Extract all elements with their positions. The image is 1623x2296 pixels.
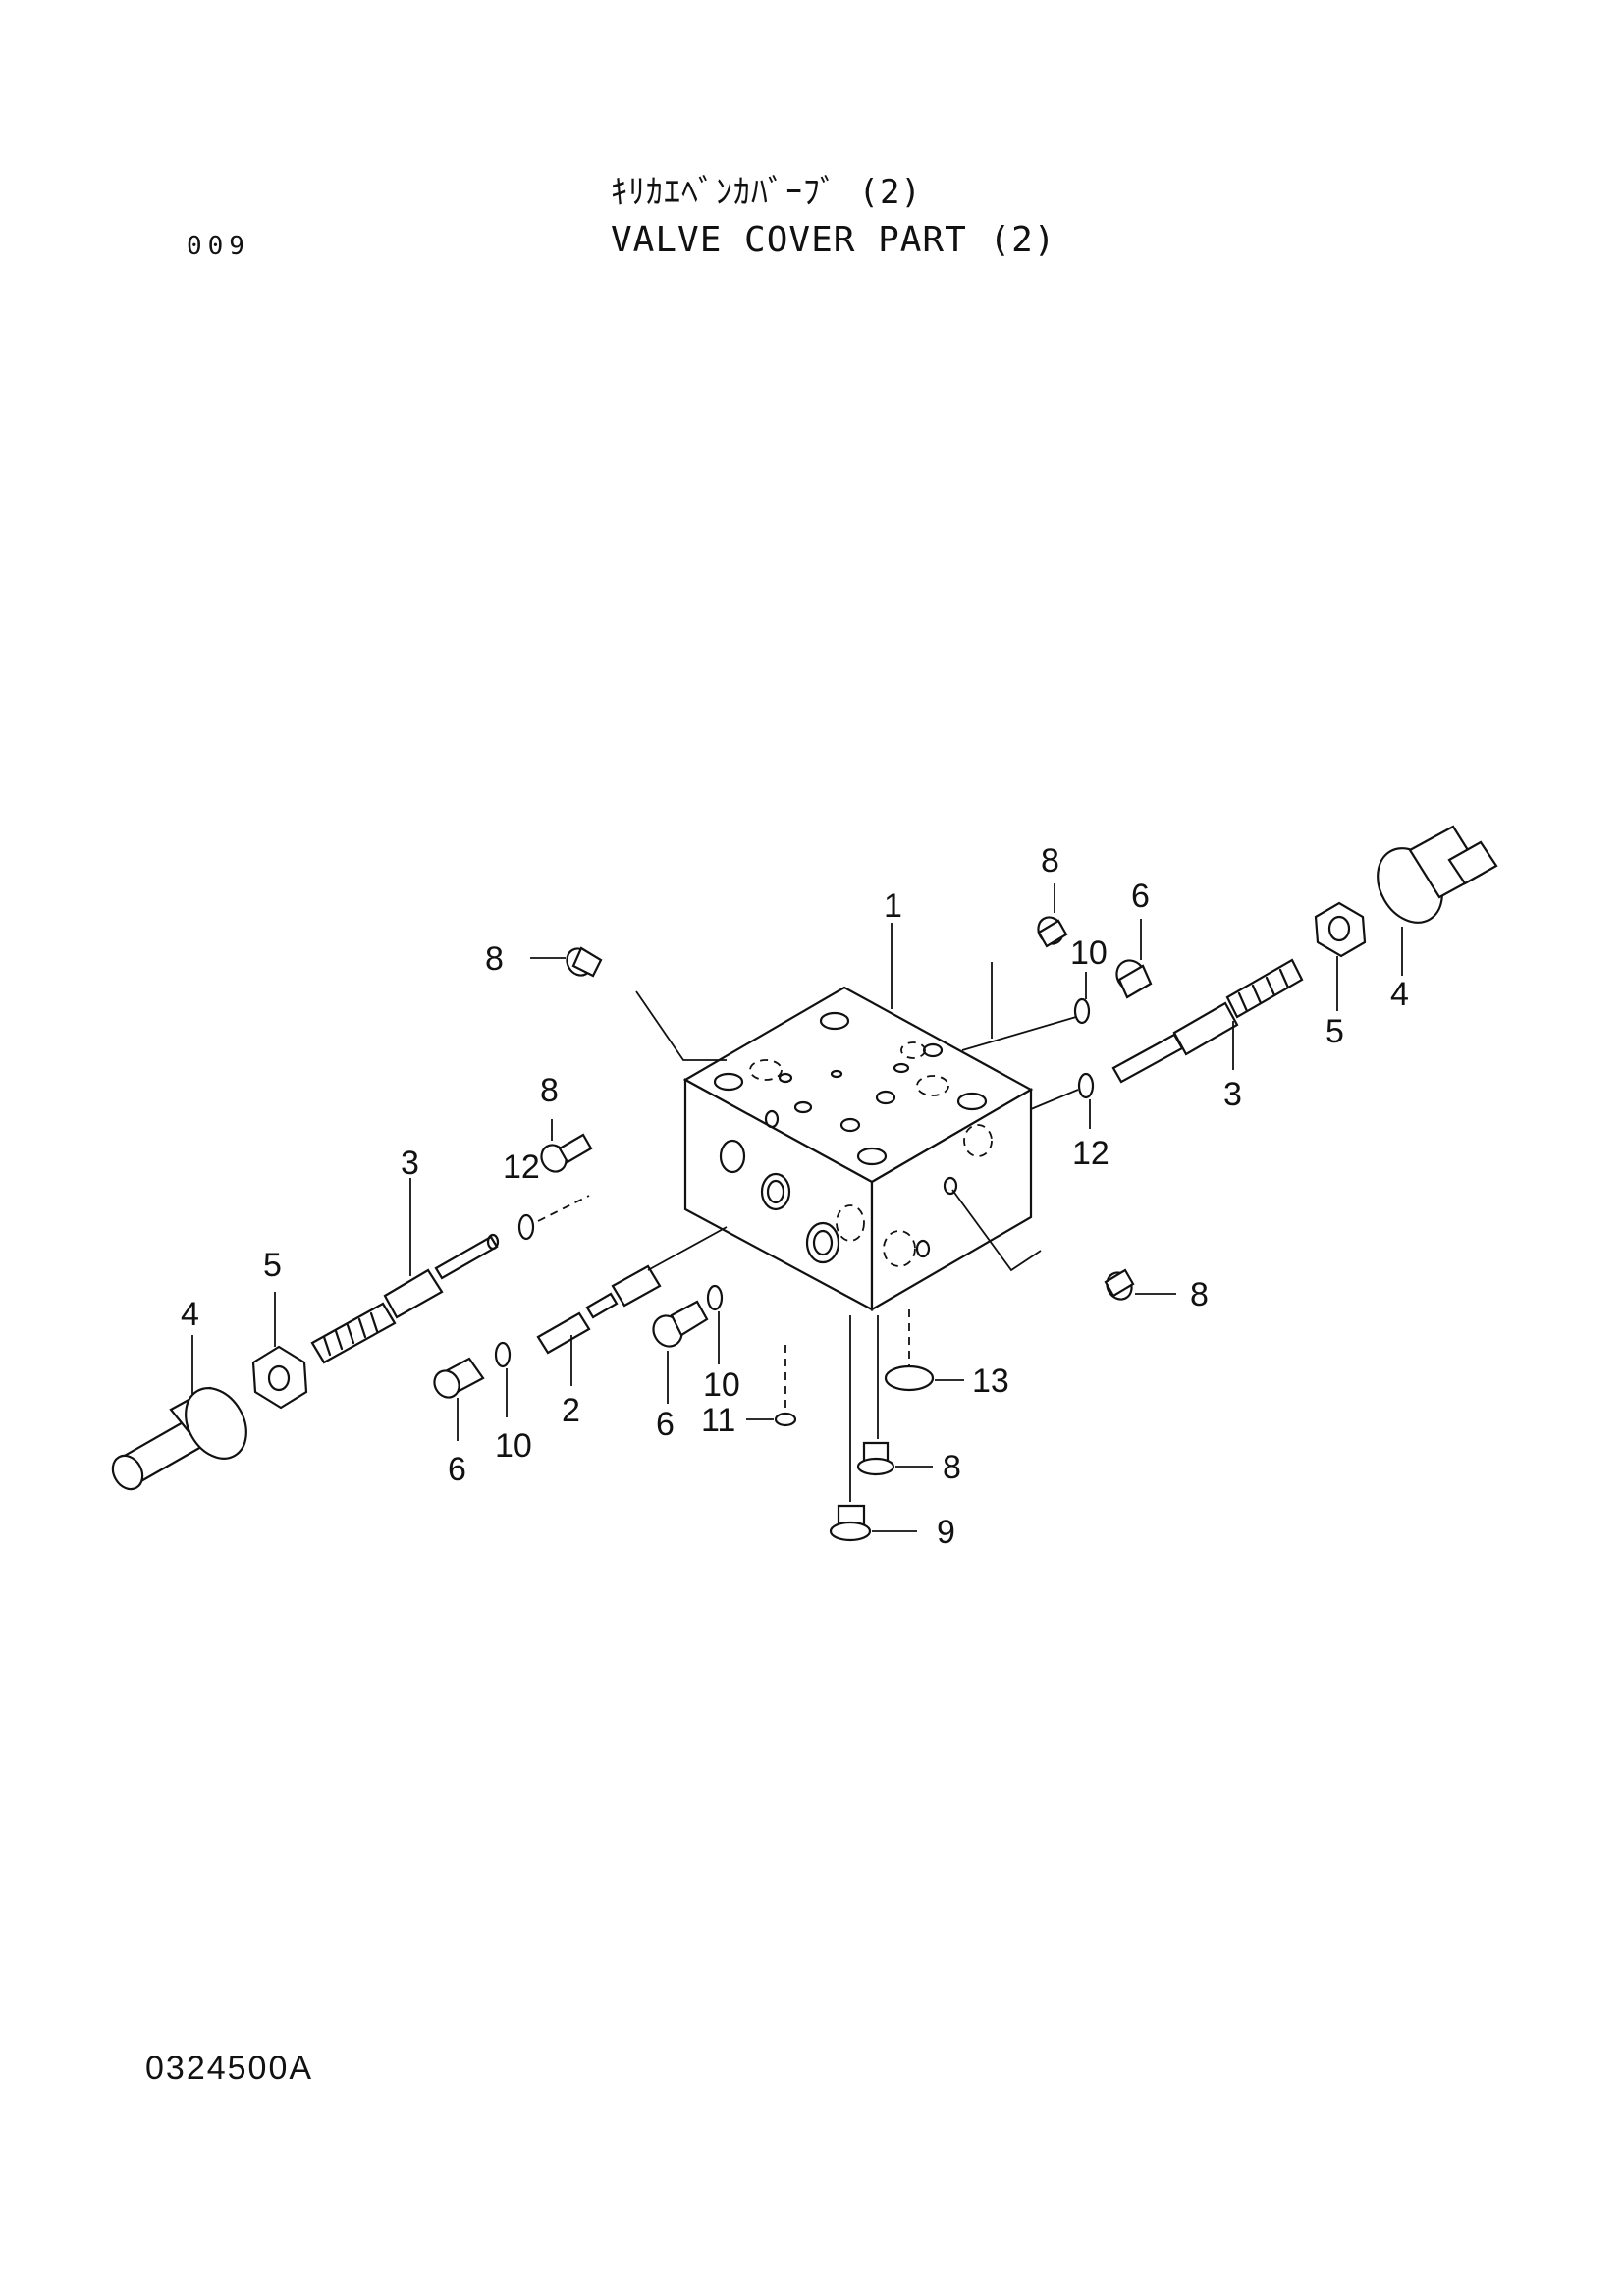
callout-10-left: 10 <box>495 1427 532 1465</box>
o-ring-part-10-left <box>494 1341 512 1417</box>
adjust-screw-part-3-left <box>310 1178 500 1364</box>
plug-part-6-mid <box>652 1300 709 1404</box>
drawing-number: 0324500A <box>145 2050 314 2087</box>
callout-8-left: 8 <box>540 1072 559 1109</box>
callout-12-right: 12 <box>1072 1135 1109 1172</box>
callout-8-top: 8 <box>1041 842 1059 880</box>
callout-6-left: 6 <box>448 1451 466 1488</box>
callout-4-right: 4 <box>1390 976 1409 1013</box>
callout-2: 2 <box>562 1392 580 1429</box>
cap-part-4-left <box>111 1335 247 1491</box>
callout-12-left: 12 <box>503 1148 540 1186</box>
callout-4-left: 4 <box>181 1296 199 1333</box>
callout-10-mid: 10 <box>703 1366 740 1404</box>
callout-6-top: 6 <box>1131 878 1150 915</box>
o-ring-part-10-top <box>961 972 1091 1051</box>
nut-part-5-right <box>1314 901 1367 1011</box>
bolt-part-8-top <box>991 883 1068 1039</box>
callout-11: 11 <box>701 1402 735 1439</box>
bolt-part-8-bottom <box>856 1315 933 1476</box>
callout-8-right: 8 <box>1190 1276 1209 1313</box>
callout-9: 9 <box>937 1514 955 1551</box>
cap-part-4-right <box>1377 825 1498 976</box>
bolt-part-8-right <box>951 1189 1176 1301</box>
callout-1: 1 <box>884 887 902 925</box>
callout-5-left: 5 <box>263 1247 282 1284</box>
callout-3-left: 3 <box>401 1145 419 1182</box>
o-ring-part-10-mid <box>706 1284 724 1364</box>
callout-3-right: 3 <box>1223 1076 1242 1113</box>
callout-13: 13 <box>972 1362 1009 1400</box>
o-ring-part-12-right <box>1030 1072 1095 1129</box>
callout-8-topleft: 8 <box>485 940 504 978</box>
valve-block-part-1 <box>682 923 1034 1311</box>
adjust-screw-part-3-right <box>1111 958 1304 1084</box>
spool-part-2 <box>536 1226 728 1386</box>
o-ring-part-13 <box>884 1309 964 1392</box>
plug-part-6-right <box>1115 919 1153 999</box>
callout-10-top: 10 <box>1070 934 1108 972</box>
bolt-part-8-topleft <box>530 946 727 1061</box>
callout-6-mid: 6 <box>656 1406 675 1443</box>
bolt-part-8-left <box>540 1119 593 1173</box>
plug-part-6-left <box>433 1357 485 1441</box>
page-number: 009 <box>187 232 250 261</box>
callout-5-right: 5 <box>1325 1013 1344 1050</box>
o-ring-part-12-left <box>517 1195 590 1241</box>
o-ring-part-11 <box>746 1345 797 1427</box>
title-english: VALVE COVER PART (2) <box>611 220 1056 260</box>
callout-8-bottom: 8 <box>943 1449 961 1486</box>
bolt-part-9 <box>829 1315 917 1542</box>
nut-part-5-left <box>251 1292 308 1410</box>
title-japanese: ｷﾘｶｴﾍﾞﾝｶﾊﾞｰﾌﾞ (2) <box>611 173 922 212</box>
